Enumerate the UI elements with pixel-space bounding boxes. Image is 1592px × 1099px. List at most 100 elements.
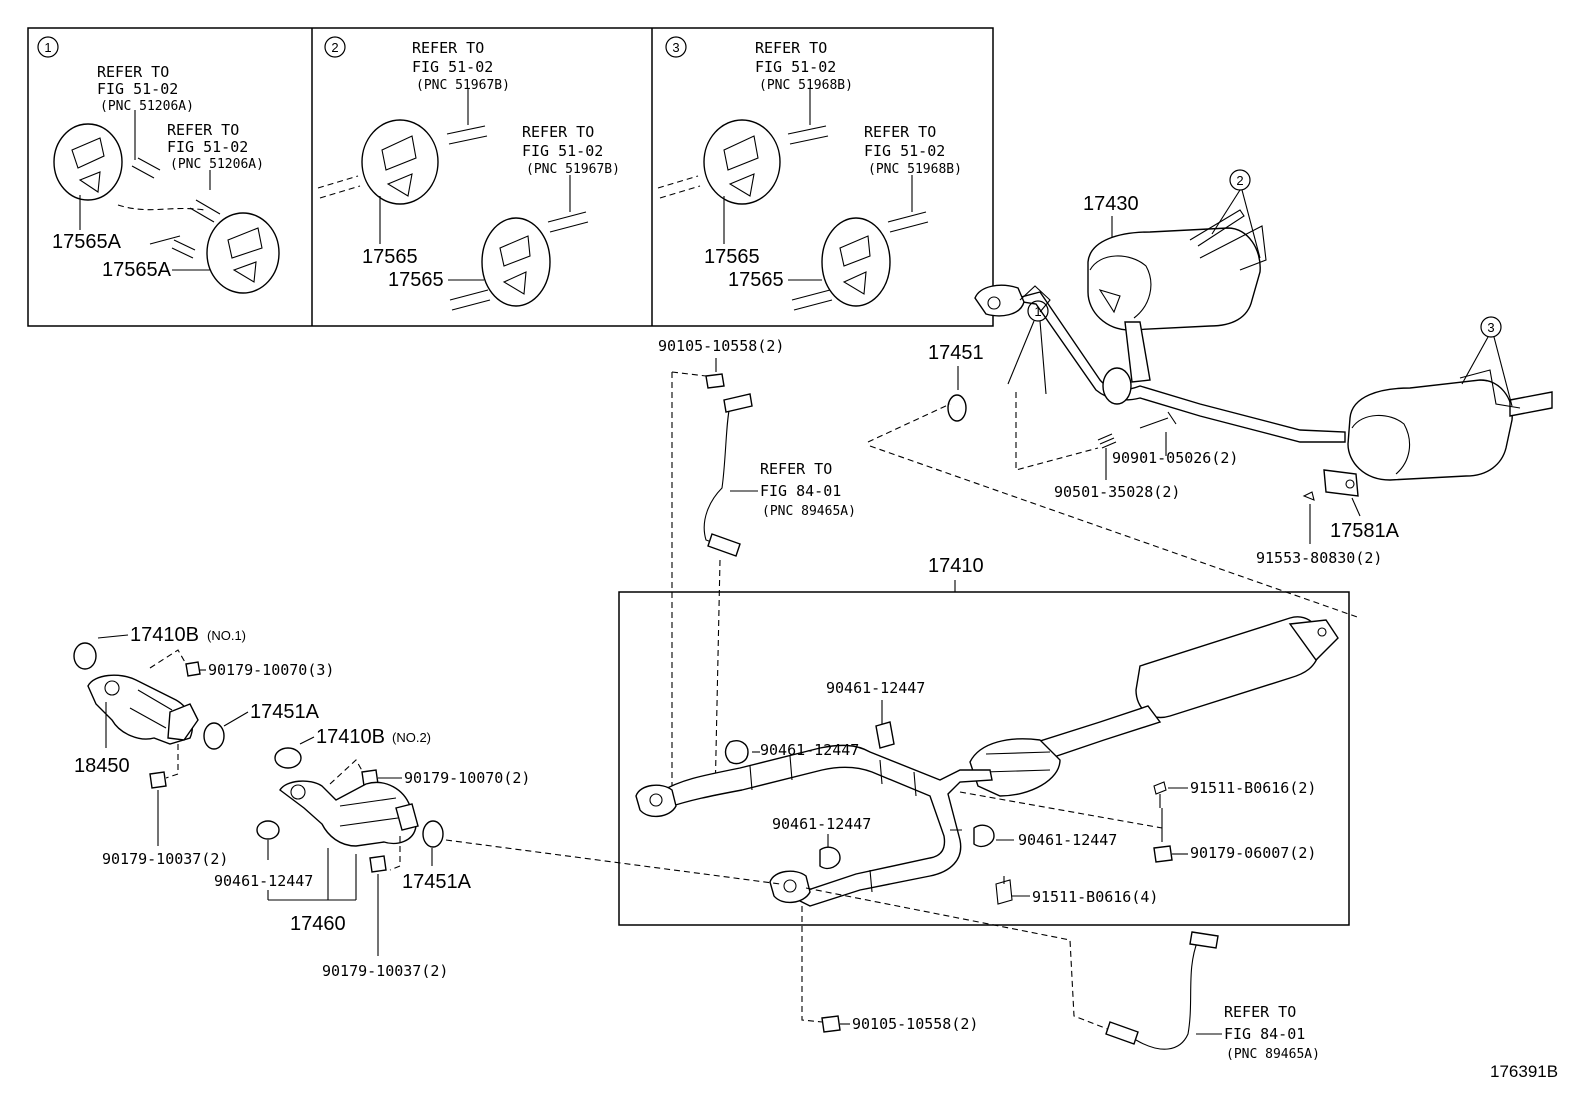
nut-icon	[185, 661, 201, 677]
upper-sensor-nut-part-number[interactable]: 90105-10558(2)	[658, 337, 784, 355]
no2-nut-top-part-number[interactable]: 90179-10070(2)	[404, 769, 530, 787]
no1-gasket-tag: (NO.1)	[207, 628, 246, 643]
hanger-rubber-icon	[703, 119, 781, 205]
inset-2-ref-b-fig[interactable]: FIG 51-02	[522, 142, 603, 160]
rear-bolt-part-number[interactable]: 90901-05026(2)	[1112, 449, 1238, 467]
front-bolt-a-part-number[interactable]: 91511-B0616(2)	[1190, 779, 1316, 797]
hanger-rubber-icon	[206, 212, 280, 294]
rear-callout-3: 3	[1487, 320, 1494, 335]
inset-3-ref-a-pnc: (PNC 51968B)	[759, 78, 853, 93]
inset-2-ref-a-fig[interactable]: FIG 51-02	[412, 58, 493, 76]
clamp-icon	[819, 846, 841, 870]
inset-2-number: 2	[331, 40, 338, 55]
clamp-a-part-number[interactable]: 90461-12447	[826, 679, 925, 697]
rear-callout-2: 2	[1236, 173, 1243, 188]
center-muffler-icon	[1135, 616, 1339, 719]
inset-3-ref-a-title: REFER TO	[755, 39, 827, 57]
clamp-c-part-number[interactable]: 90461-12447	[772, 815, 871, 833]
o2-sensor-icon	[707, 533, 741, 557]
inset-1: 1 REFER TO FIG 51-02 (PNC 51206A) REFER …	[37, 36, 280, 294]
inset-3-part-b[interactable]: 17565	[728, 269, 784, 291]
hanger-rubber-icon	[53, 123, 123, 201]
rear-spring-part-number[interactable]: 90501-35028(2)	[1054, 483, 1180, 501]
upper-o2-sensor: 90105-10558(2) REFER TO FIG 84-01 (PNC 8…	[658, 337, 856, 801]
lower-o2-sensor: 90105-10558(2) REFER TO FIG 84-01 (PNC 8…	[801, 887, 1320, 1062]
lower-sensor-nut-part-number[interactable]: 90105-10558(2)	[852, 1015, 978, 1033]
inset-3-ref-a-fig[interactable]: FIG 51-02	[755, 58, 836, 76]
inset-1-part-a[interactable]: 17565A	[52, 231, 122, 253]
bracket-bolt-part-number[interactable]: 91553-80830(2)	[1256, 549, 1382, 567]
rear-callout-1: 1	[1034, 304, 1041, 319]
nut-icon	[705, 373, 725, 389]
muffler-left-icon	[1087, 227, 1261, 331]
sensor-connector-icon	[723, 393, 753, 413]
inset-3-ref-b-pnc: (PNC 51968B)	[868, 162, 962, 177]
sensor-connector-icon	[1189, 931, 1219, 949]
hanger-rubber-icon	[481, 217, 551, 307]
upper-sensor-ref-fig[interactable]: FIG 84-01	[760, 482, 841, 500]
front-pipe-part-number[interactable]: 17410	[928, 555, 984, 577]
no2-gasket-out-part-number[interactable]: 17451A	[402, 871, 472, 893]
inset-2-ref-a-pnc: (PNC 51967B)	[416, 78, 510, 93]
gasket-ring-icon	[947, 394, 967, 422]
inset-1-ref-a-pnc: (PNC 51206A)	[100, 99, 194, 114]
bracket-part-number[interactable]: 17581A	[1330, 520, 1400, 542]
inset-2-part-a[interactable]: 17565	[362, 246, 418, 268]
rear-tailpipe-assembly: 17430 2 1 3	[867, 169, 1553, 619]
gasket-ring-icon	[274, 747, 302, 769]
rear-gasket-part-number[interactable]: 17451	[928, 342, 984, 364]
no1-converter-part-number[interactable]: 18450	[74, 755, 130, 777]
inset-3-part-a[interactable]: 17565	[704, 246, 760, 268]
clamp-icon	[973, 824, 995, 848]
tailpipe-part-number[interactable]: 17430	[1083, 193, 1139, 215]
inset-2-ref-a-title: REFER TO	[412, 39, 484, 57]
no2-nut-bottom-part-number[interactable]: 90179-10037(2)	[322, 962, 448, 980]
lower-sensor-ref-title: REFER TO	[1224, 1003, 1296, 1021]
no1-gasket-out-part-number[interactable]: 17451A	[250, 701, 320, 723]
upper-sensor-ref-title: REFER TO	[760, 460, 832, 478]
no2-gasket-tag: (NO.2)	[392, 730, 431, 745]
inset-1-ref-b-title: REFER TO	[167, 121, 239, 139]
figure-id: 176391B	[1490, 1062, 1558, 1081]
inset-panels	[27, 27, 994, 327]
inset-1-ref-a-title: REFER TO	[97, 63, 169, 81]
gasket-ring-icon	[203, 722, 225, 750]
catalytic-converter-icon	[279, 780, 419, 847]
front-bolt-b-part-number[interactable]: 91511-B0616(4)	[1032, 888, 1158, 906]
lower-sensor-ref-pnc: (PNC 89465A)	[1226, 1047, 1320, 1062]
hanger-rubber-icon	[361, 119, 439, 205]
clamp-icon	[875, 721, 895, 749]
no1-nut-bottom-part-number[interactable]: 90179-10037(2)	[102, 850, 228, 868]
lower-sensor-ref-fig[interactable]: FIG 84-01	[1224, 1025, 1305, 1043]
nut-icon	[821, 1015, 841, 1033]
nut-icon	[1153, 845, 1173, 863]
inset-3-ref-b-title: REFER TO	[864, 123, 936, 141]
no1-nut-top-part-number[interactable]: 90179-10070(3)	[208, 661, 334, 679]
inset-2: 2 REFER TO FIG 51-02 (PNC 51967B) REFER …	[317, 36, 620, 311]
inset-1-ref-a-fig[interactable]: FIG 51-02	[97, 80, 178, 98]
inset-1-ref-b-fig[interactable]: FIG 51-02	[167, 138, 248, 156]
catalytic-converter-icon	[969, 738, 1061, 797]
inset-1-ref-b-pnc: (PNC 51206A)	[170, 157, 264, 172]
inset-3: 3 REFER TO FIG 51-02 (PNC 51968B) REFER …	[657, 36, 962, 311]
upper-sensor-ref-pnc: (PNC 89465A)	[762, 504, 856, 519]
nut-icon	[149, 771, 167, 789]
clamp-d-part-number[interactable]: 90461-12447	[1018, 831, 1117, 849]
no1-gasket-part-number[interactable]: 17410B	[130, 624, 199, 646]
clamp-b-part-number[interactable]: 90461-12447	[760, 741, 859, 759]
inset-2-ref-b-pnc: (PNC 51967B)	[526, 162, 620, 177]
no2-gasket-part-number[interactable]: 17410B	[316, 726, 385, 748]
inset-2-part-b[interactable]: 17565	[388, 269, 444, 291]
inset-1-number: 1	[44, 40, 51, 55]
no2-ring-part-number[interactable]: 90461-12447	[214, 872, 313, 890]
no2-assembly-part-number[interactable]: 17460	[290, 913, 346, 935]
catalytic-converter-icon	[87, 674, 199, 745]
front-nut-a-part-number[interactable]: 90179-06007(2)	[1190, 844, 1316, 862]
gasket-ring-icon	[256, 820, 280, 840]
hanger-rubber-icon	[821, 217, 891, 307]
inset-1-part-b[interactable]: 17565A	[102, 259, 172, 281]
clamp-icon	[724, 740, 749, 765]
inset-3-ref-b-fig[interactable]: FIG 51-02	[864, 142, 945, 160]
inset-2-ref-b-title: REFER TO	[522, 123, 594, 141]
